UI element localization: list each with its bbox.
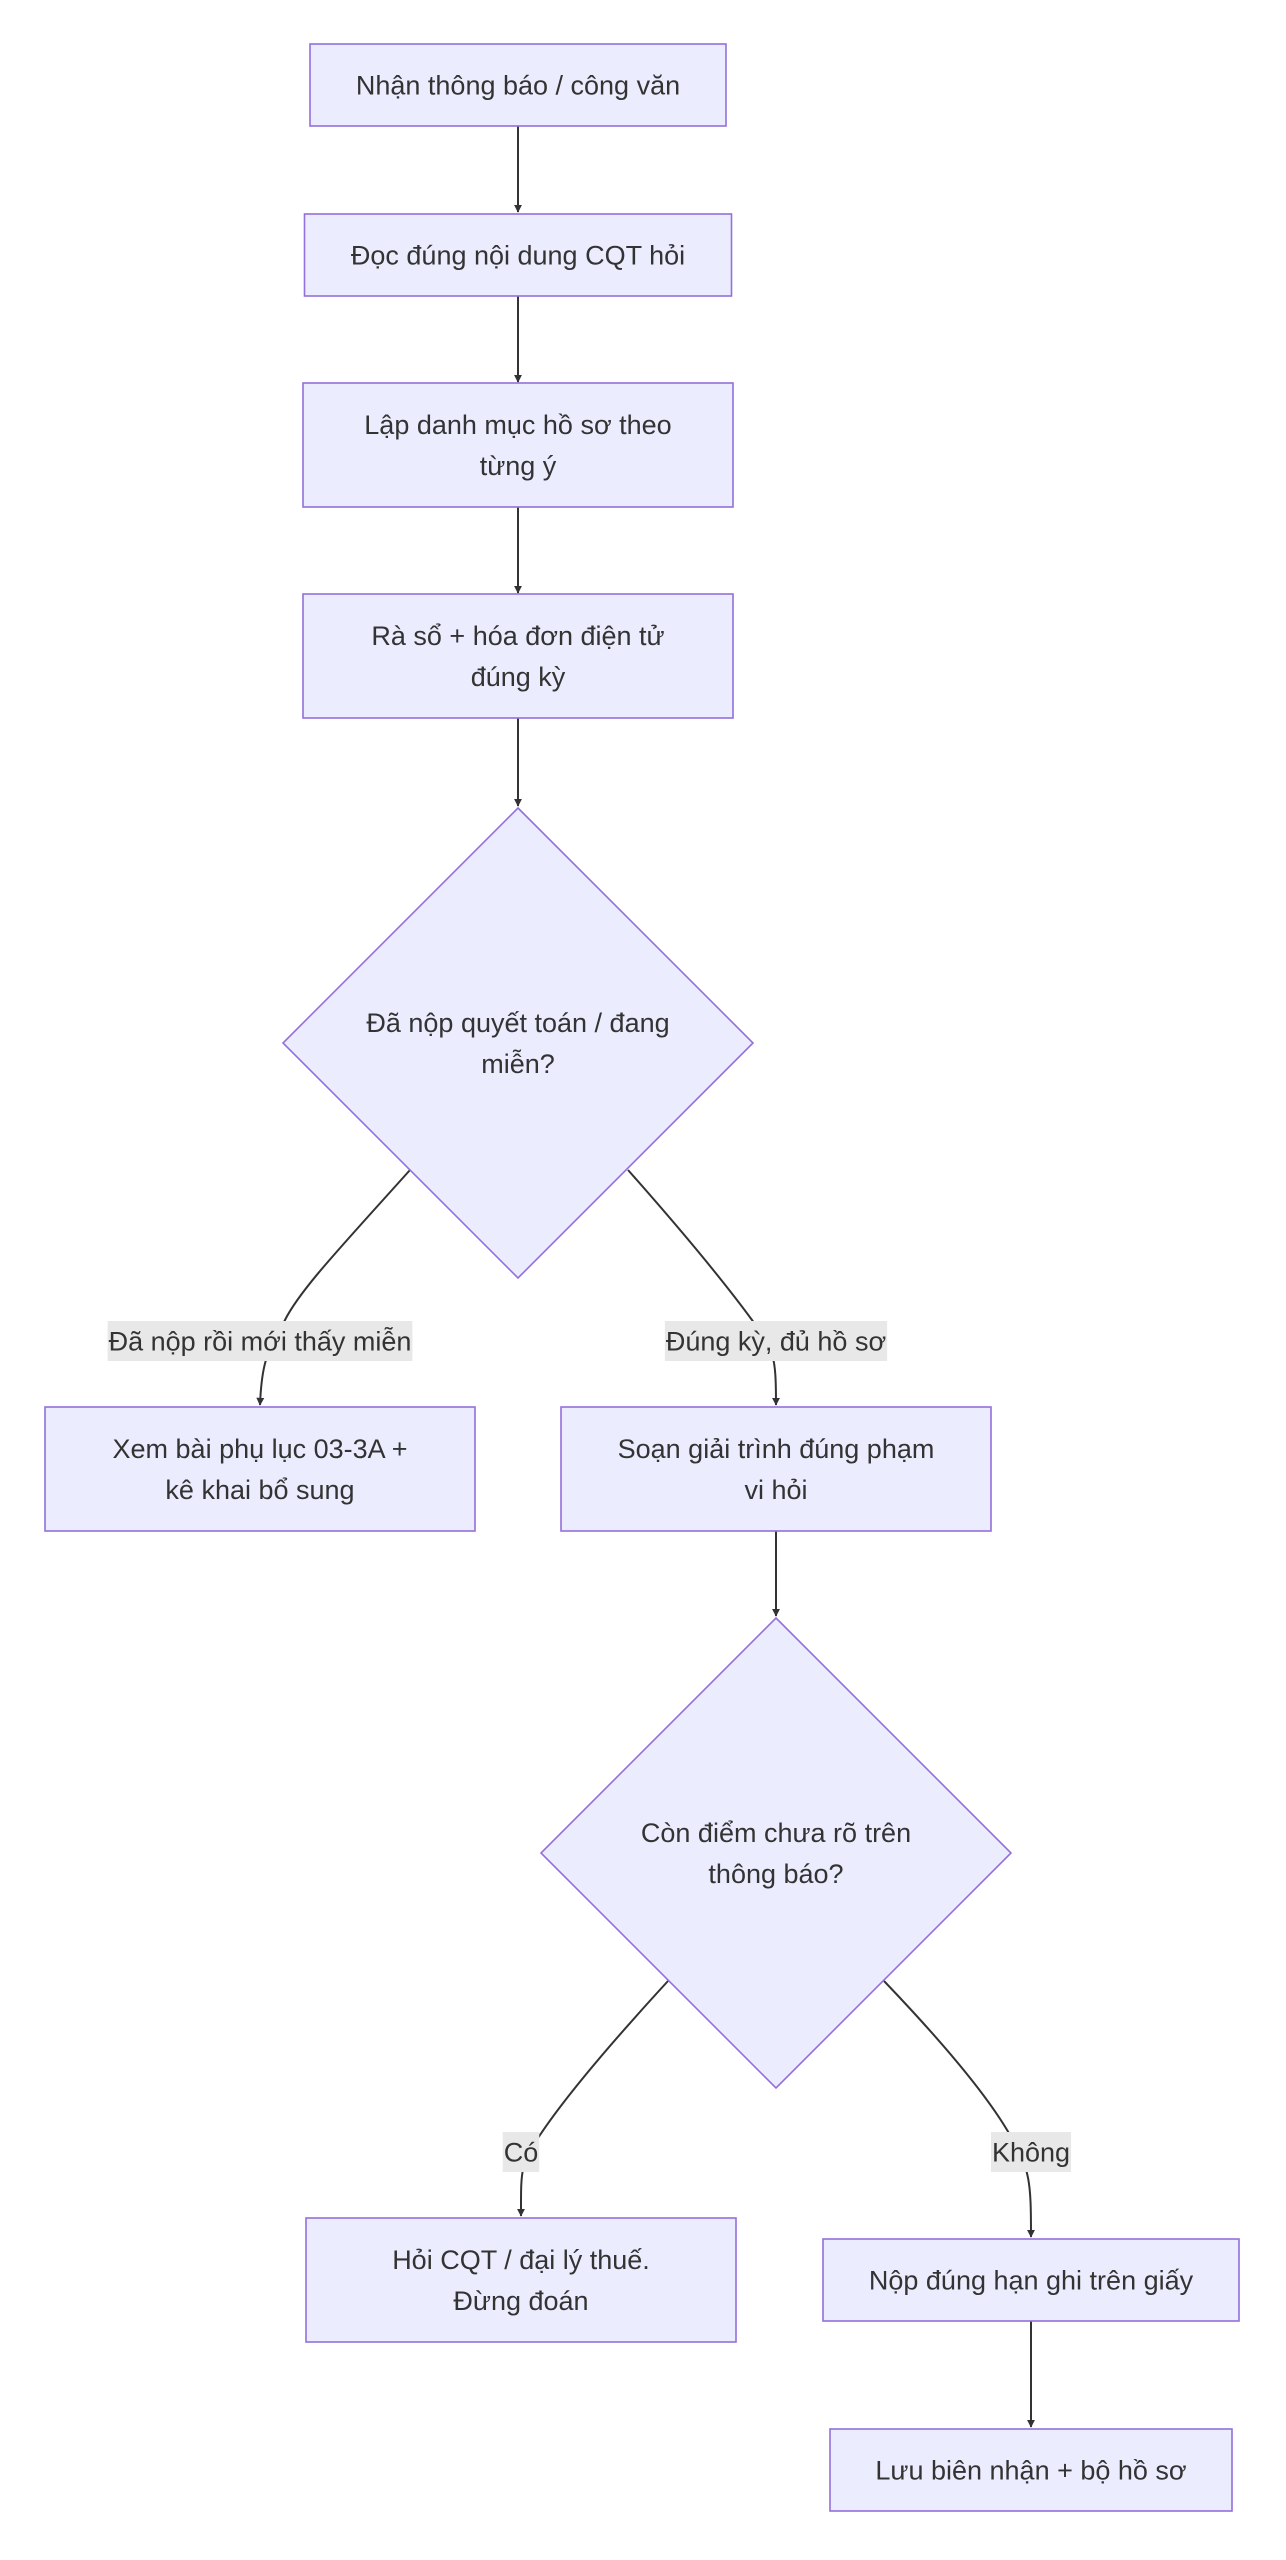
node-ask-agent: Hỏi CQT / đại lý thuế. Đừng đoán: [305, 2217, 737, 2343]
node-list-documents: Lập danh mục hồ sơ theo từng ý: [302, 382, 734, 508]
node-label-line: từng ý: [480, 451, 557, 481]
edge-labels-layer: Đã nộp rồi mới thấy miễn Đúng kỳ, đủ hồ s…: [107, 1321, 1072, 2172]
process-box: [305, 2217, 737, 2343]
edge-label-text: Có: [504, 2137, 539, 2167]
node-label-line: kê khai bổ sung: [165, 1475, 354, 1505]
node-submit-on-time: Nộp đúng hạn ghi trên giấy: [822, 2238, 1240, 2322]
node-label-line: Lưu biên nhận + bộ hồ sơ: [875, 2455, 1186, 2485]
node-label-line: Soạn giải trình đúng phạm: [618, 1434, 935, 1464]
process-box: [822, 2238, 1240, 2322]
node-see-appendix: Xem bài phụ lục 03-3A + kê khai bổ sung: [44, 1406, 476, 1532]
node-label-line: Hỏi CQT / đại lý thuế.: [392, 2245, 650, 2275]
edge-label-background: [990, 2132, 1072, 2172]
node-label-line: vi hỏi: [744, 1475, 807, 1505]
process-box: [829, 2428, 1233, 2512]
process-box: [44, 1406, 476, 1532]
edge-decision-filed-to-draft-explanation: [627, 1169, 780, 1406]
edges-layer: [256, 126, 1035, 2428]
edge-label-background: [502, 2132, 540, 2172]
node-decision-unclear: Còn điểm chưa rõ trên thông báo?: [539, 1616, 1013, 2090]
edge-decision-unclear-to-submit-on-time: [883, 1980, 1035, 2238]
edge-label-background: [664, 1321, 888, 1361]
node-read-request: Đọc đúng nội dung CQT hỏi: [303, 213, 733, 297]
edge-label: Có: [502, 2132, 540, 2172]
node-label-line: Đã nộp quyết toán / đang: [366, 1008, 669, 1038]
node-label-line: đúng kỳ: [471, 662, 566, 692]
node-label-line: Lập danh mục hồ sơ theo: [364, 410, 671, 440]
node-label-line: Rà sổ + hóa đơn điện tử: [371, 621, 664, 651]
node-review-books: Rà sổ + hóa đơn điện tử đúng kỳ: [302, 593, 734, 719]
edge-label: Đúng kỳ, đủ hồ sơ: [664, 1321, 888, 1361]
node-receive-notice: Nhận thông báo / công văn: [309, 43, 727, 127]
edge-decision-unclear-to-ask-agent: [516, 1980, 669, 2217]
node-label-line: Xem bài phụ lục 03-3A +: [113, 1434, 408, 1464]
node-label-line: Nộp đúng hạn ghi trên giấy: [869, 2265, 1194, 2295]
process-box: [302, 382, 734, 508]
edge-label-text: Không: [992, 2137, 1070, 2167]
node-draft-explanation: Soạn giải trình đúng phạm vi hỏi: [560, 1406, 992, 1532]
edge-label: Đã nộp rồi mới thấy miễn: [107, 1321, 413, 1361]
node-keep-receipt: Lưu biên nhận + bộ hồ sơ: [829, 2428, 1233, 2512]
node-label-line: Đừng đoán: [453, 2286, 588, 2316]
process-box: [309, 43, 727, 127]
process-box: [302, 593, 734, 719]
edge-label-background: [107, 1321, 413, 1361]
node-label-line: Nhận thông báo / công văn: [356, 70, 680, 100]
process-box: [560, 1406, 992, 1532]
edge-label-text: Đúng kỳ, đủ hồ sơ: [666, 1326, 886, 1356]
node-label-line: miễn?: [481, 1048, 555, 1079]
node-label-line: Còn điểm chưa rõ trên: [641, 1818, 911, 1848]
edge-decision-filed-to-see-appendix: [256, 1169, 411, 1406]
process-box: [303, 213, 733, 297]
decision-diamond: [539, 1616, 1013, 2090]
edge-label: Không: [990, 2132, 1072, 2172]
edge-label-text: Đã nộp rồi mới thấy miễn: [109, 1325, 412, 1356]
node-label-line: Đọc đúng nội dung CQT hỏi: [351, 240, 685, 270]
node-decision-filed: Đã nộp quyết toán / đang miễn?: [281, 806, 755, 1280]
decision-diamond: [281, 806, 755, 1280]
node-label-line: thông báo?: [708, 1859, 843, 1889]
